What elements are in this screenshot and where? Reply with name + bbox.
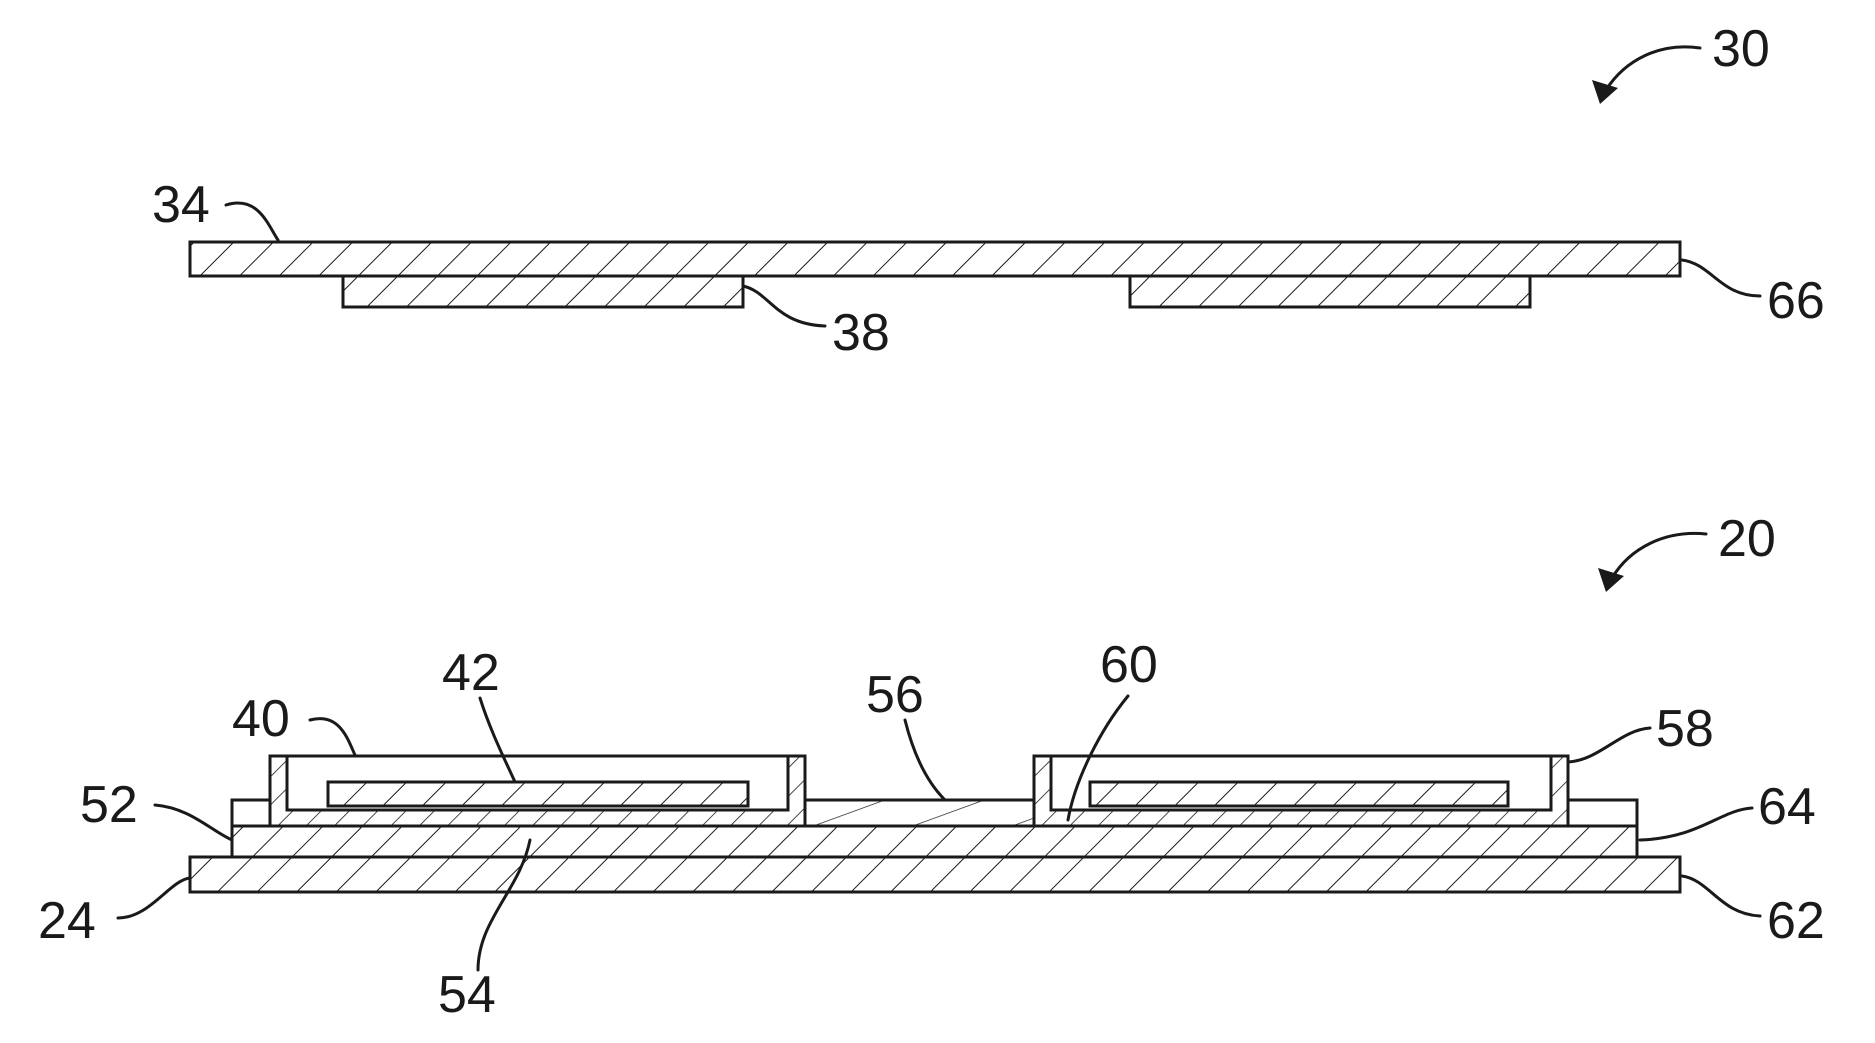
ref-label-66: 66: [1767, 272, 1825, 330]
leader-34: [226, 203, 278, 240]
inner-pad-right: [1090, 782, 1508, 806]
step-left-52: [232, 800, 272, 826]
base-layer-54: [232, 826, 1637, 857]
ref-label-34: 34: [152, 176, 210, 234]
leader-52: [155, 805, 232, 840]
ref-label-58: 58: [1656, 700, 1714, 758]
step-right-64: [1568, 800, 1637, 826]
ref-label-42: 42: [442, 644, 500, 702]
arrow-30-shaft: [1606, 47, 1700, 90]
ref-label-52: 52: [80, 776, 138, 834]
ref-label-20: 20: [1718, 510, 1776, 568]
ref-label-38: 38: [832, 304, 890, 362]
ref-label-60: 60: [1100, 636, 1158, 694]
upper-pad-left-38: [343, 276, 743, 307]
ref-label-56: 56: [866, 666, 924, 724]
left-cap-40: [270, 756, 805, 826]
ref-label-24: 24: [38, 892, 96, 950]
leader-66: [1682, 260, 1760, 296]
inner-pad-42: [328, 782, 748, 806]
leader-64: [1640, 808, 1752, 840]
upper-assembly: 30 34 38 66: [152, 20, 1825, 362]
upper-substrate-34: [190, 242, 1680, 276]
lower-substrate-24: [190, 857, 1680, 892]
arrow-20-head: [1598, 568, 1624, 592]
arrow-20-shaft: [1612, 533, 1706, 578]
upper-pad-right: [1130, 276, 1530, 307]
ref-label-30: 30: [1712, 20, 1770, 78]
right-cap-58: [1034, 756, 1568, 826]
ref-label-64: 64: [1758, 778, 1816, 836]
ref-label-62: 62: [1767, 892, 1825, 950]
lower-assembly: 20 40 42 52 54 56 60 58 64 24 62: [38, 510, 1825, 1024]
leader-38: [743, 286, 825, 326]
leader-62: [1682, 876, 1760, 916]
arrow-30-head: [1592, 80, 1618, 104]
leader-24: [118, 878, 190, 918]
ref-label-54: 54: [438, 966, 496, 1024]
leader-58: [1568, 728, 1650, 762]
ref-label-40: 40: [232, 690, 290, 748]
leader-40: [310, 719, 355, 755]
leader-56: [905, 720, 945, 800]
